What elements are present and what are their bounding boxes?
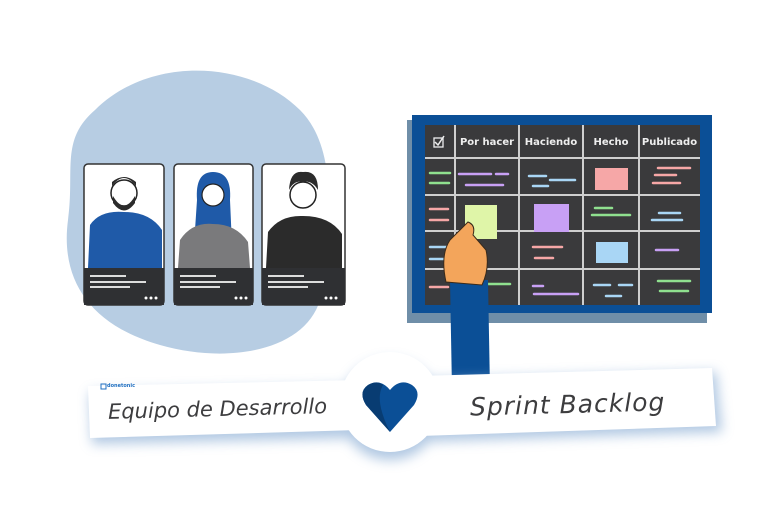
- team-card: [261, 163, 346, 306]
- column-header: Publicado: [641, 137, 698, 148]
- logo-icon: [100, 383, 107, 390]
- sticky-note: [595, 168, 628, 190]
- checkbox-checked-icon: [433, 135, 445, 148]
- column-header: Haciendo: [524, 137, 578, 148]
- banner-right-label: Sprint Backlog: [469, 387, 666, 422]
- team-card: [83, 163, 165, 306]
- column-header: Por hacer: [459, 137, 515, 148]
- team-card: [173, 163, 254, 306]
- arm: [450, 280, 490, 390]
- logo: donetonic: [107, 383, 136, 389]
- column-header: Hecho: [593, 137, 629, 148]
- sticky-note: [534, 204, 569, 232]
- heart-icon: [362, 382, 418, 432]
- board-column-headers: Por hacer Haciendo Hecho Publicado: [0, 137, 768, 151]
- sticky-note: [596, 242, 628, 263]
